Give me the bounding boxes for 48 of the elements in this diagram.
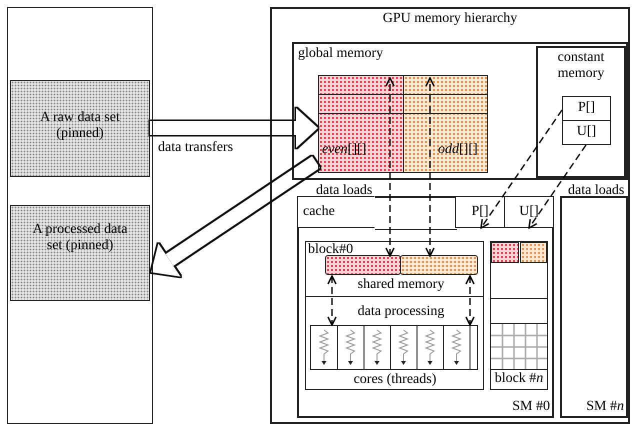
block-arrow [150,108,318,148]
array-label: U[] [518,204,540,220]
array-label: odd[][] [438,142,479,158]
text-label: data loads [568,183,624,200]
array-block [318,75,404,173]
text-label: data processing [356,304,446,320]
block-panel [490,241,548,390]
block-panel [305,241,484,390]
dashed-arrow [425,77,435,257]
array-cell [562,120,611,145]
array-label: P[] [576,100,596,116]
cache-cell [455,196,505,228]
memory-box [292,42,628,180]
cache-cell [297,196,375,228]
array-label: P[] [470,204,490,220]
memory-box [536,46,626,178]
dashed-arrow [528,144,587,229]
array-label: U[] [576,124,598,140]
cache-label: cache [303,204,336,220]
text-label: data loads [316,183,372,200]
array-label: even[][] [322,142,368,158]
dashed-arrow [327,275,337,326]
text-label: shared memory [356,277,446,294]
panel-label: SM #0 [511,399,550,416]
box-label: global memory [298,46,384,62]
host-panel [7,7,153,424]
box-label: constant memory [556,50,606,82]
data-box [10,205,150,301]
sm-panel [560,196,628,418]
data-box [10,80,150,177]
shared-memory-array [325,255,401,275]
dashed-arrow [465,275,475,326]
block-arrow [151,156,320,277]
box-label: A processed data set (pinned) [32,222,128,254]
block-label: block#0 [308,242,354,258]
shared-memory-array [400,255,478,275]
gpu-panel [270,7,630,424]
panel-title: GPU memory hierarchy [382,11,518,28]
dashed-arrow [385,77,395,257]
sm-panel [297,196,554,418]
cache-cell [504,196,554,228]
dashed-arrow [480,110,563,229]
text-label: cores (threads) [352,372,438,388]
block-label: block #n [494,371,544,388]
box-label: A raw data set (pinned) [39,110,121,142]
array-cell [562,96,611,121]
panel-label: SM #n [585,399,624,416]
array-block [403,75,488,173]
